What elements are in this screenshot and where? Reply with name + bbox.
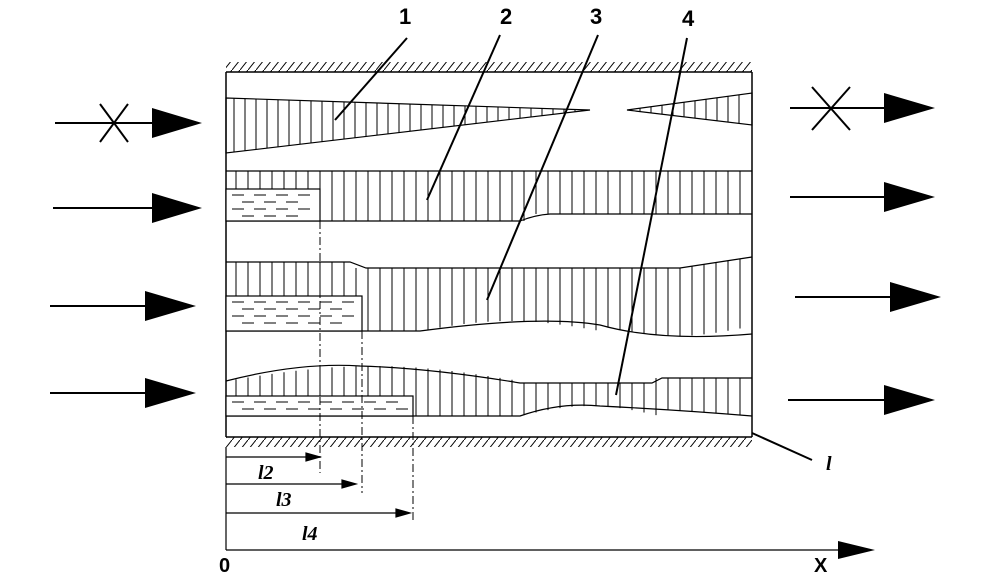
projection-lines (319, 221, 414, 522)
x-axis (225, 447, 875, 559)
dimension-arrows (226, 452, 413, 518)
liquid-block-3 (225, 295, 363, 332)
label-l4: l4 (302, 523, 318, 545)
outlet-arrows (788, 86, 941, 415)
x-axis-label: X (814, 555, 828, 573)
label-l: l (826, 453, 832, 475)
callout-2: 2 (500, 4, 512, 29)
layer-2 (225, 170, 752, 222)
label-l3: l3 (276, 489, 292, 511)
leader-lines (334, 34, 813, 461)
callout-1: 1 (399, 4, 411, 29)
callout-4: 4 (682, 6, 695, 31)
layer-1 (225, 92, 753, 154)
layer-4 (225, 364, 753, 417)
channel-walls (225, 62, 753, 447)
label-l2: l2 (258, 462, 274, 484)
inlet-arrows (50, 103, 202, 408)
callout-3: 3 (590, 4, 602, 29)
origin-label: 0 (219, 555, 230, 573)
layer-3 (225, 256, 753, 338)
